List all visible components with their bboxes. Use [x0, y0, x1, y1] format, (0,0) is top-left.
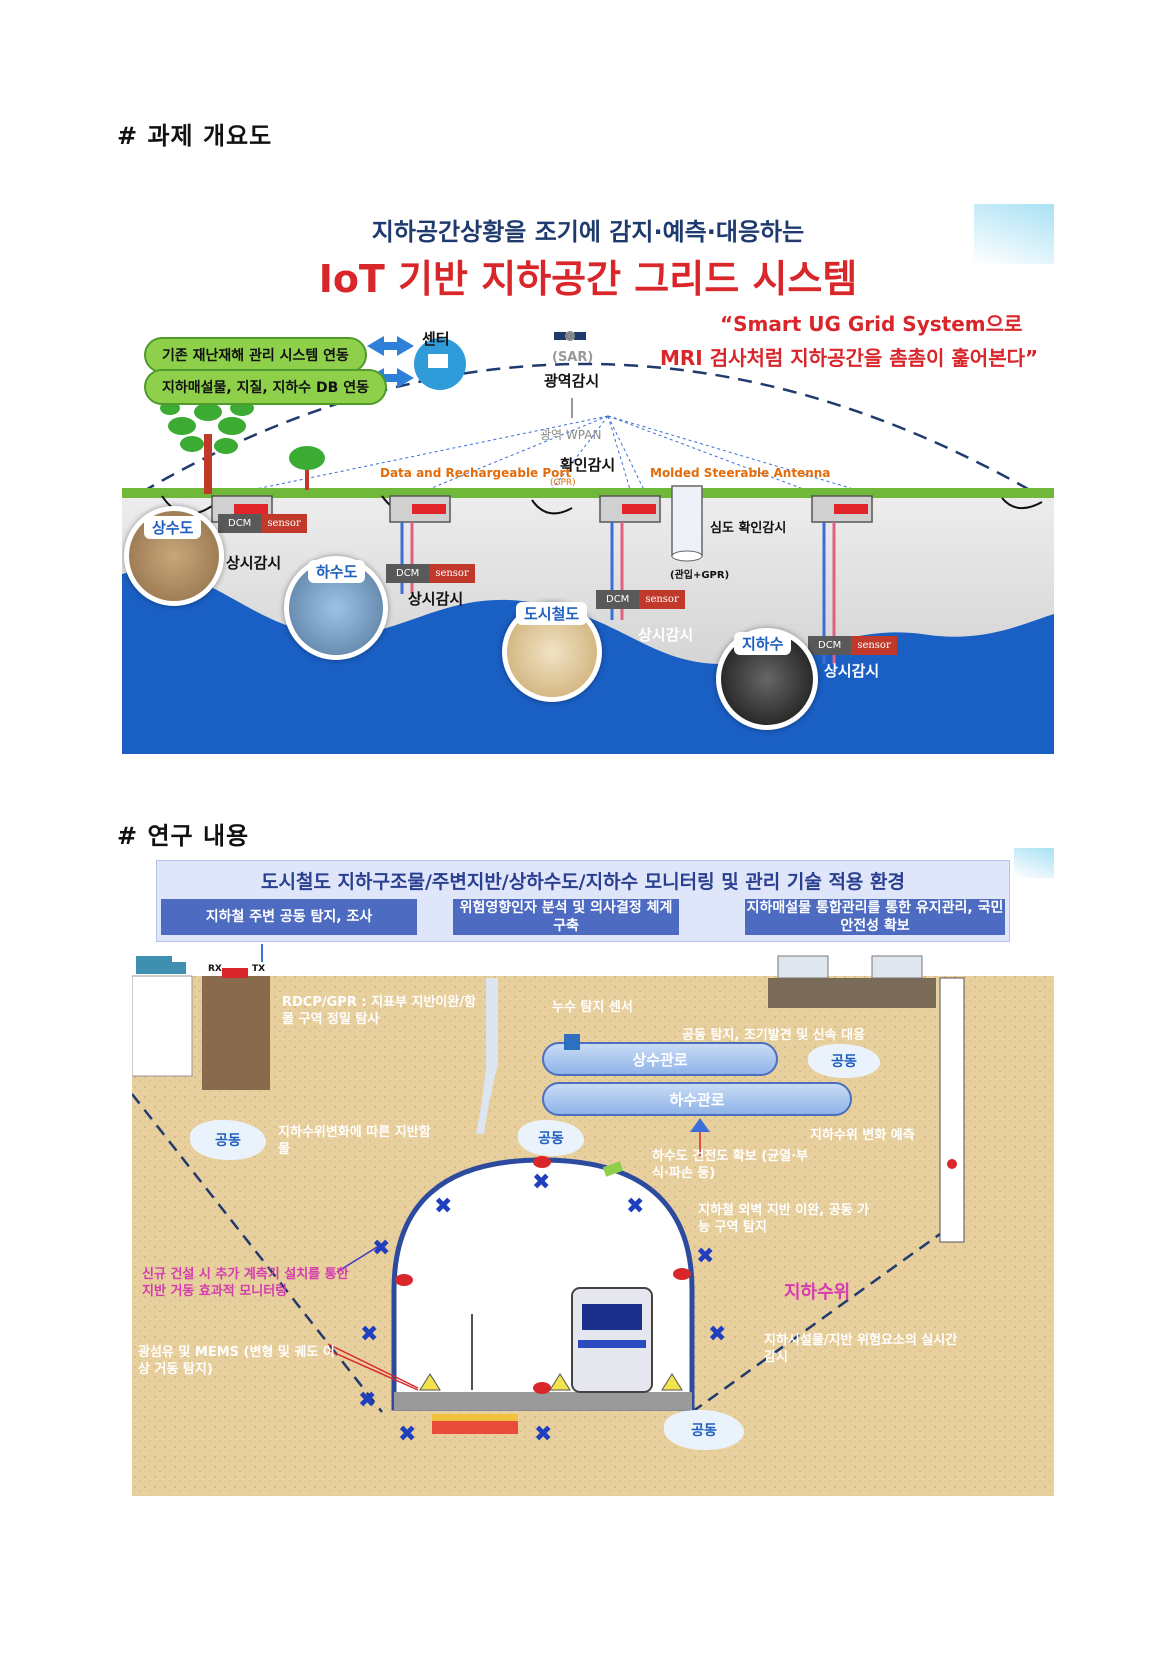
- rdcp-label: RDCP/GPR : 지표부 지반이완/함몰 구역 정밀 탐사: [282, 995, 477, 1027]
- data-port-label: Data and Rechargeable Port: [380, 466, 572, 480]
- x-marker: ✖: [398, 1422, 417, 1447]
- cavity-3: 공동: [518, 1120, 584, 1156]
- new-build-label: 신규 건설 시 추가 계측기 설치를 통한 지반 거동 효과적 모니터링: [142, 1267, 349, 1299]
- dcm-tag: DCM: [218, 514, 262, 533]
- cavity-1: 공동: [808, 1044, 880, 1078]
- realtime-label: 지하시설물/지반 위험요소의 실시간 감시: [764, 1333, 958, 1365]
- quote-line2: MRI 검사처럼 지하공간을 촘촘이 훑어본다”: [660, 346, 1039, 370]
- sensor-tag: sensor: [851, 636, 897, 655]
- leak-sensor-label: 누수 탐지 센서: [552, 1000, 633, 1015]
- pipe-gpr-label: (관입+GPR): [670, 570, 730, 581]
- sewer-health-label: 하수도 건전도 확보 (균열·부식·파손 등): [652, 1149, 809, 1181]
- urban-rail-label: 도시철도: [516, 602, 588, 625]
- overview-heading: # 과제 개요도: [117, 122, 273, 150]
- wpan-label: 광역 WPAN: [540, 428, 602, 442]
- groundwater-level-label: 지하수위: [784, 1282, 851, 1303]
- constant-monitor-1: 상시감시: [226, 554, 282, 572]
- cavity-4: 공동: [664, 1410, 744, 1450]
- tx-label: TX: [252, 964, 266, 974]
- x-marker: ✖: [534, 1422, 553, 1447]
- rx-label: RX: [208, 964, 222, 974]
- sensor-tag: sensor: [639, 590, 685, 609]
- x-marker: ✖: [708, 1322, 727, 1347]
- optical-mems-label: 광섬유 및 MEMS (변형 및 궤도 이상 거동 탐지): [138, 1345, 335, 1377]
- groundwater-label: 지하수: [734, 632, 792, 655]
- water-pipe: 상수관로: [542, 1042, 778, 1076]
- scene-drawing: [122, 331, 1054, 754]
- sar-label: (SAR): [552, 350, 594, 365]
- goal-box-2: 위험영향인자 분석 및 의사결정 체계 구축: [453, 899, 679, 935]
- water-supply-label: 상수도: [144, 516, 202, 539]
- ground-drawing: [132, 944, 1054, 1496]
- cavity-2: 공동: [190, 1120, 266, 1160]
- goal-box-1: 지하철 주변 공동 탐지, 조사: [161, 899, 417, 935]
- research-heading: # 연구 내용: [117, 822, 250, 850]
- confirm-monitor-label: 확인감시: [560, 456, 616, 474]
- deep-confirm-label: 심도 확인감시: [710, 521, 787, 536]
- research-diagram: 도시철도 지하구조물/주변지반/상하수도/지하수 모니터링 및 관리 기술 적용…: [132, 848, 1054, 1496]
- corner-decoration: [1014, 848, 1054, 878]
- groundwater-photo: [716, 628, 818, 730]
- x-marker: ✖: [532, 1170, 551, 1195]
- dcm-tag: DCM: [596, 590, 640, 609]
- overview-diagram: 지하공간상황을 조기에 감지·예측·대응하는 IoT 기반 지하공간 그리드 시…: [122, 204, 1054, 754]
- diagram-title-line1: 지하공간상황을 조기에 감지·예측·대응하는: [371, 218, 805, 246]
- antenna-label: Molded Steerable Antenna: [650, 466, 831, 480]
- wide-monitor-label: 광역감시: [544, 372, 600, 390]
- sensor-tag: sensor: [429, 564, 475, 583]
- dcm-tag: DCM: [808, 636, 852, 655]
- subway-outer-label: 지하철 외벽 지반 이완, 공동 가능 구역 탐지: [698, 1203, 870, 1235]
- pill-db-link: 지하매설물, 지질, 지하수 DB 연동: [144, 369, 387, 405]
- gw-subsidence-label: 지하수위변화에 따른 지반함몰: [278, 1125, 431, 1157]
- research-header: 도시철도 지하구조물/주변지반/상하수도/지하수 모니터링 및 관리 기술 적용…: [156, 860, 1010, 942]
- x-marker: ✖: [696, 1244, 715, 1269]
- constant-monitor-4: 상시감시: [824, 662, 880, 680]
- x-marker: ✖: [626, 1194, 645, 1219]
- x-marker: ✖: [358, 1388, 377, 1413]
- research-header-title: 도시철도 지하구조물/주변지반/상하수도/지하수 모니터링 및 관리 기술 적용…: [261, 871, 905, 893]
- gw-forecast-label: 지하수위 변화 예측: [810, 1128, 915, 1143]
- constant-monitor-2: 상시감시: [408, 590, 464, 608]
- dcm-tag: DCM: [386, 564, 430, 583]
- cavity-response-label: 공동 탐지, 조기발견 및 신속 대응: [682, 1028, 866, 1043]
- sensor-tag: sensor: [261, 514, 307, 533]
- quote-line1: “Smart UG Grid System으로: [720, 312, 1023, 336]
- sewer-pipe: 하수관로: [542, 1082, 852, 1116]
- x-marker: ✖: [372, 1236, 391, 1261]
- constant-monitor-3: 상시감시: [638, 626, 694, 644]
- gpr-small-label: (GPR): [550, 478, 576, 488]
- diagram-title-line2: IoT 기반 지하공간 그리드 시스템: [318, 257, 858, 301]
- x-marker: ✖: [434, 1194, 453, 1219]
- water-supply-photo: [124, 506, 224, 606]
- goal-box-3: 지하매설물 통합관리를 통한 유지관리, 국민 안전성 확보: [745, 899, 1005, 935]
- sewer-label: 하수도: [308, 560, 366, 583]
- leak-sensor-icon: [564, 1034, 580, 1050]
- x-marker: ✖: [360, 1322, 379, 1347]
- corner-decoration: [974, 204, 1054, 264]
- pill-disaster-system: 기존 재난재해 관리 시스템 연동: [144, 337, 367, 373]
- center-label: 센터: [422, 330, 450, 348]
